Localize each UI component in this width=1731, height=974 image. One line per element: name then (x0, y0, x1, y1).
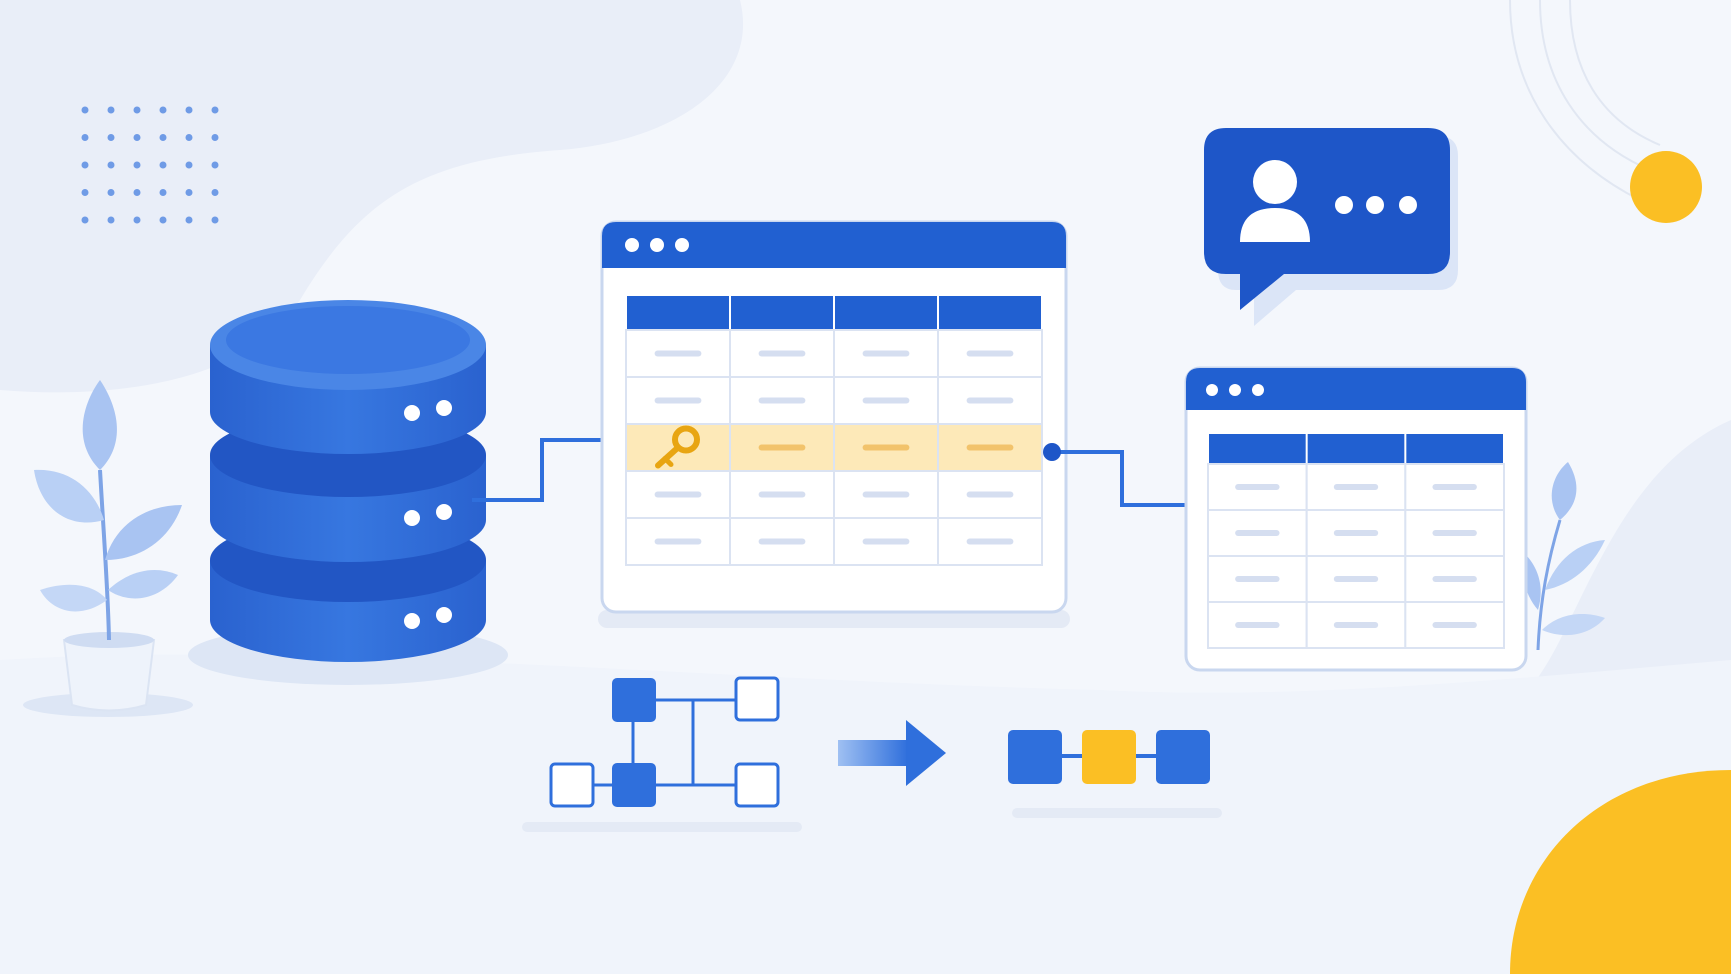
chat-bubble-icon (1204, 128, 1458, 326)
cell-placeholder-bar (758, 350, 806, 357)
blob-top-left (0, 0, 744, 393)
arrow-right-icon (838, 720, 946, 786)
table-header-cell (731, 296, 833, 330)
cell-placeholder-bar (862, 397, 910, 404)
grid-dot (159, 216, 167, 224)
grid-dot (107, 161, 115, 169)
grid-dot (107, 216, 115, 224)
database-icon (188, 300, 508, 685)
side-table (1207, 434, 1506, 649)
grid-dot (159, 189, 167, 196)
node-chain-icon (1008, 730, 1222, 818)
cell-placeholder-bar (966, 538, 1014, 545)
main-table-window (598, 220, 1070, 628)
user-icon (1240, 160, 1310, 242)
cell-placeholder-bar (1235, 622, 1280, 628)
grid-dot (133, 134, 141, 141)
grid-dot (159, 106, 167, 114)
cell-placeholder-bar (1333, 576, 1379, 582)
key-icon (655, 425, 700, 469)
grid-dot (107, 189, 115, 196)
cell-placeholder-bar (758, 397, 806, 404)
cell-placeholder-bar (862, 538, 910, 545)
side-table-window (1184, 366, 1528, 672)
cell-placeholder-bar (862, 350, 910, 357)
cell-placeholder-bar (654, 350, 702, 357)
table-header-cell (835, 296, 937, 330)
cell-placeholder-bar (654, 538, 702, 545)
grid-dot (159, 161, 167, 169)
decorative-dot-grid (81, 106, 219, 224)
cell-placeholder-bar (966, 444, 1014, 451)
cell-placeholder-bar (758, 538, 806, 545)
cell-placeholder-bar (758, 444, 806, 451)
grid-dot (81, 134, 89, 141)
grid-dot (107, 106, 115, 114)
grid-dot (211, 161, 219, 169)
table-header-cell (1209, 434, 1306, 464)
cell-placeholder-bar (1432, 484, 1477, 490)
accent-circle-small (1630, 151, 1702, 223)
cell-placeholder-bar (1432, 576, 1477, 582)
table-header-cell (939, 296, 1041, 330)
cell-placeholder-bar (1333, 622, 1379, 628)
grid-dot (185, 189, 193, 196)
contour-lines (1509, 0, 1661, 201)
grid-dot (133, 216, 141, 224)
grid-dot (133, 161, 141, 169)
grid-dot (211, 189, 219, 196)
cell-placeholder-bar (1235, 484, 1280, 490)
cell-placeholder-bar (654, 397, 702, 404)
cell-placeholder-bar (1235, 530, 1280, 536)
cell-placeholder-bar (1432, 622, 1477, 628)
grid-dot (211, 216, 219, 224)
plant-icon-right (1523, 462, 1605, 651)
grid-dot (81, 106, 89, 114)
grid-dot (81, 161, 89, 169)
grid-dot (159, 134, 167, 141)
blob-bottom (0, 654, 1731, 974)
cell-placeholder-bar (966, 350, 1014, 357)
cell-placeholder-bar (1333, 484, 1379, 490)
cell-placeholder-bar (1333, 530, 1379, 536)
grid-dot (211, 134, 219, 141)
connector-db-to-table (472, 438, 612, 502)
grid-dot (211, 106, 219, 114)
grid-dot (185, 161, 193, 169)
connector-table-to-table (1052, 450, 1194, 507)
connector-node (1043, 443, 1061, 461)
cell-placeholder-bar (862, 444, 910, 451)
grid-dot (185, 216, 193, 224)
plant-icon (23, 380, 193, 717)
grid-dot (81, 189, 89, 196)
grid-dot (133, 106, 141, 114)
table-cell (1305, 463, 1407, 511)
cell-placeholder-bar (966, 491, 1014, 498)
cell-placeholder-bar (654, 491, 702, 498)
table-header-cell (1307, 434, 1405, 464)
grid-dot (185, 134, 193, 141)
table-header-cell (1406, 434, 1503, 464)
main-table (625, 296, 1043, 566)
table-cell (937, 517, 1043, 566)
cell-placeholder-bar (1235, 576, 1280, 582)
table-cell (729, 376, 835, 425)
grid-dot (185, 106, 193, 114)
table-cell (833, 470, 939, 519)
grid-dot (133, 189, 141, 196)
cell-placeholder-bar (966, 397, 1014, 404)
cell-placeholder-bar (758, 491, 806, 498)
schema-tree-icon (522, 676, 802, 832)
table-header-cell (627, 296, 729, 330)
accent-circle-large (1510, 770, 1731, 974)
grid-dot (81, 216, 89, 224)
cell-placeholder-bar (862, 491, 910, 498)
cell-placeholder-bar (1432, 530, 1477, 536)
grid-dot (107, 134, 115, 141)
